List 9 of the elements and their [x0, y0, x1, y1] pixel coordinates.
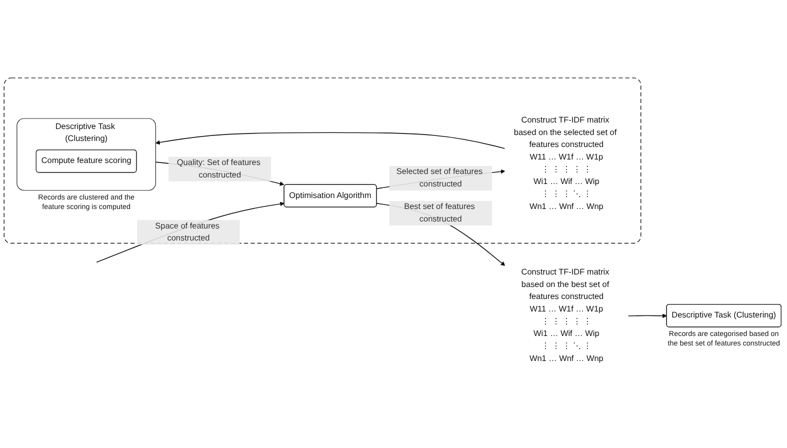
- node-text: Construct TF-IDF matrix based on the selected set of features constructed W11 … W1f … W1p ⋮ ⋮ ⋮ ⋮ ⋮ Wi1 … Wif … Wip ⋮ ⋮ ⋮ ⋱ ⋮ Wn1 … Wnf … Wnp: [514, 116, 617, 211]
- edge-label: Space of features constructed: [155, 222, 220, 243]
- arrow: [628, 314, 667, 318]
- arrow: [155, 132, 506, 149]
- edge-label: Best set of features constructed: [404, 202, 475, 224]
- edge-label: Selected set of features constructed: [396, 168, 483, 189]
- edge-label: Quality: Set of features constructed: [176, 158, 260, 180]
- node-text: Construct TF-IDF matrix based on the best set of features constructed W11 … W1f … W1p ⋮ ⋮ ⋮ ⋮ ⋮ Wi1 … Wif … Wip ⋮ ⋮ ⋮ ⋱ ⋮ Wn1 … Wnf … Wnp: [521, 268, 610, 363]
- arrow: [96, 202, 284, 263]
